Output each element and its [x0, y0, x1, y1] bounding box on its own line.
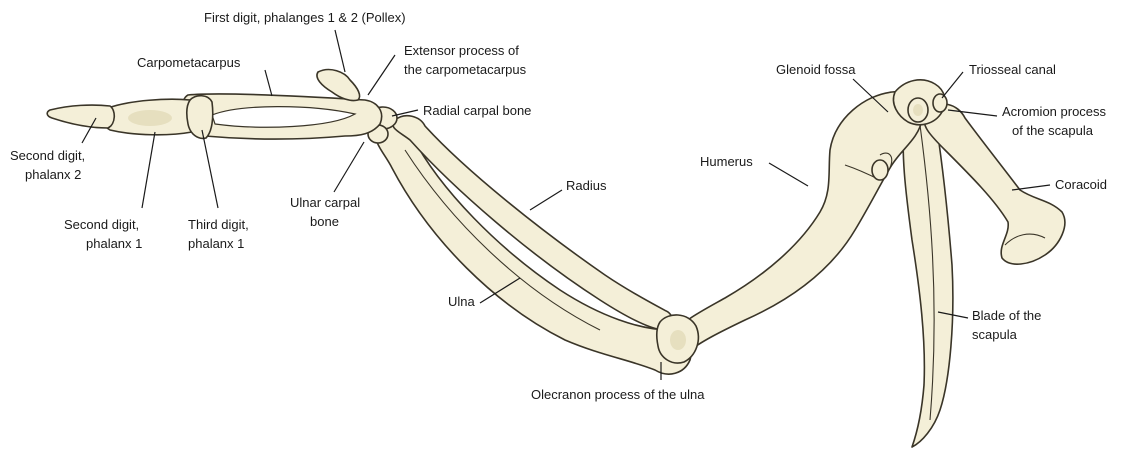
label-extensor-process-line-2: the carpometacarpus — [404, 62, 527, 77]
label-pollex: First digit, phalanges 1 & 2 (Pollex) — [204, 10, 406, 25]
label-acromion-line-2: of the scapula — [1012, 123, 1094, 138]
label-carpometacarpus: Carpometacarpus — [137, 55, 241, 70]
label-ulna: Ulna — [448, 294, 476, 309]
scapula-blade — [903, 106, 953, 447]
label-glenoid-fossa: Glenoid fossa — [776, 62, 856, 77]
label-third-digit-line-1: Third digit, — [188, 217, 249, 232]
label-olecranon-process: Olecranon process of the ulna — [531, 387, 705, 402]
label-second-digit-phalanx-1-line-2: phalanx 1 — [86, 236, 142, 251]
label-ulnar-carpal-line-1: Ulnar carpal — [290, 195, 360, 210]
label-ulnar-carpal-line-2: bone — [310, 214, 339, 229]
label-acromion-line-1: Acromion process — [1002, 104, 1107, 119]
humerus-bone — [671, 92, 922, 354]
label-triosseal-canal: Triosseal canal — [969, 62, 1056, 77]
label-blade-line-1: Blade of the — [972, 308, 1041, 323]
label-radial-carpal-bone: Radial carpal bone — [423, 103, 531, 118]
second-digit-phalanx-2 — [47, 105, 114, 128]
label-extensor-process-line-1: Extensor process of — [404, 43, 519, 58]
label-second-digit-phalanx-1-line-1: Second digit, — [64, 217, 139, 232]
label-second-digit-phalanx-2-line-1: Second digit, — [10, 148, 85, 163]
label-third-digit-line-2: phalanx 1 — [188, 236, 244, 251]
label-coracoid: Coracoid — [1055, 177, 1107, 192]
label-humerus: Humerus — [700, 154, 753, 169]
label-radius: Radius — [566, 178, 607, 193]
label-second-digit-phalanx-2-line-2: phalanx 2 — [25, 167, 81, 182]
label-blade-line-2: scapula — [972, 327, 1018, 342]
pollex-bone — [317, 70, 360, 101]
third-digit-phalanx-1 — [187, 96, 213, 139]
